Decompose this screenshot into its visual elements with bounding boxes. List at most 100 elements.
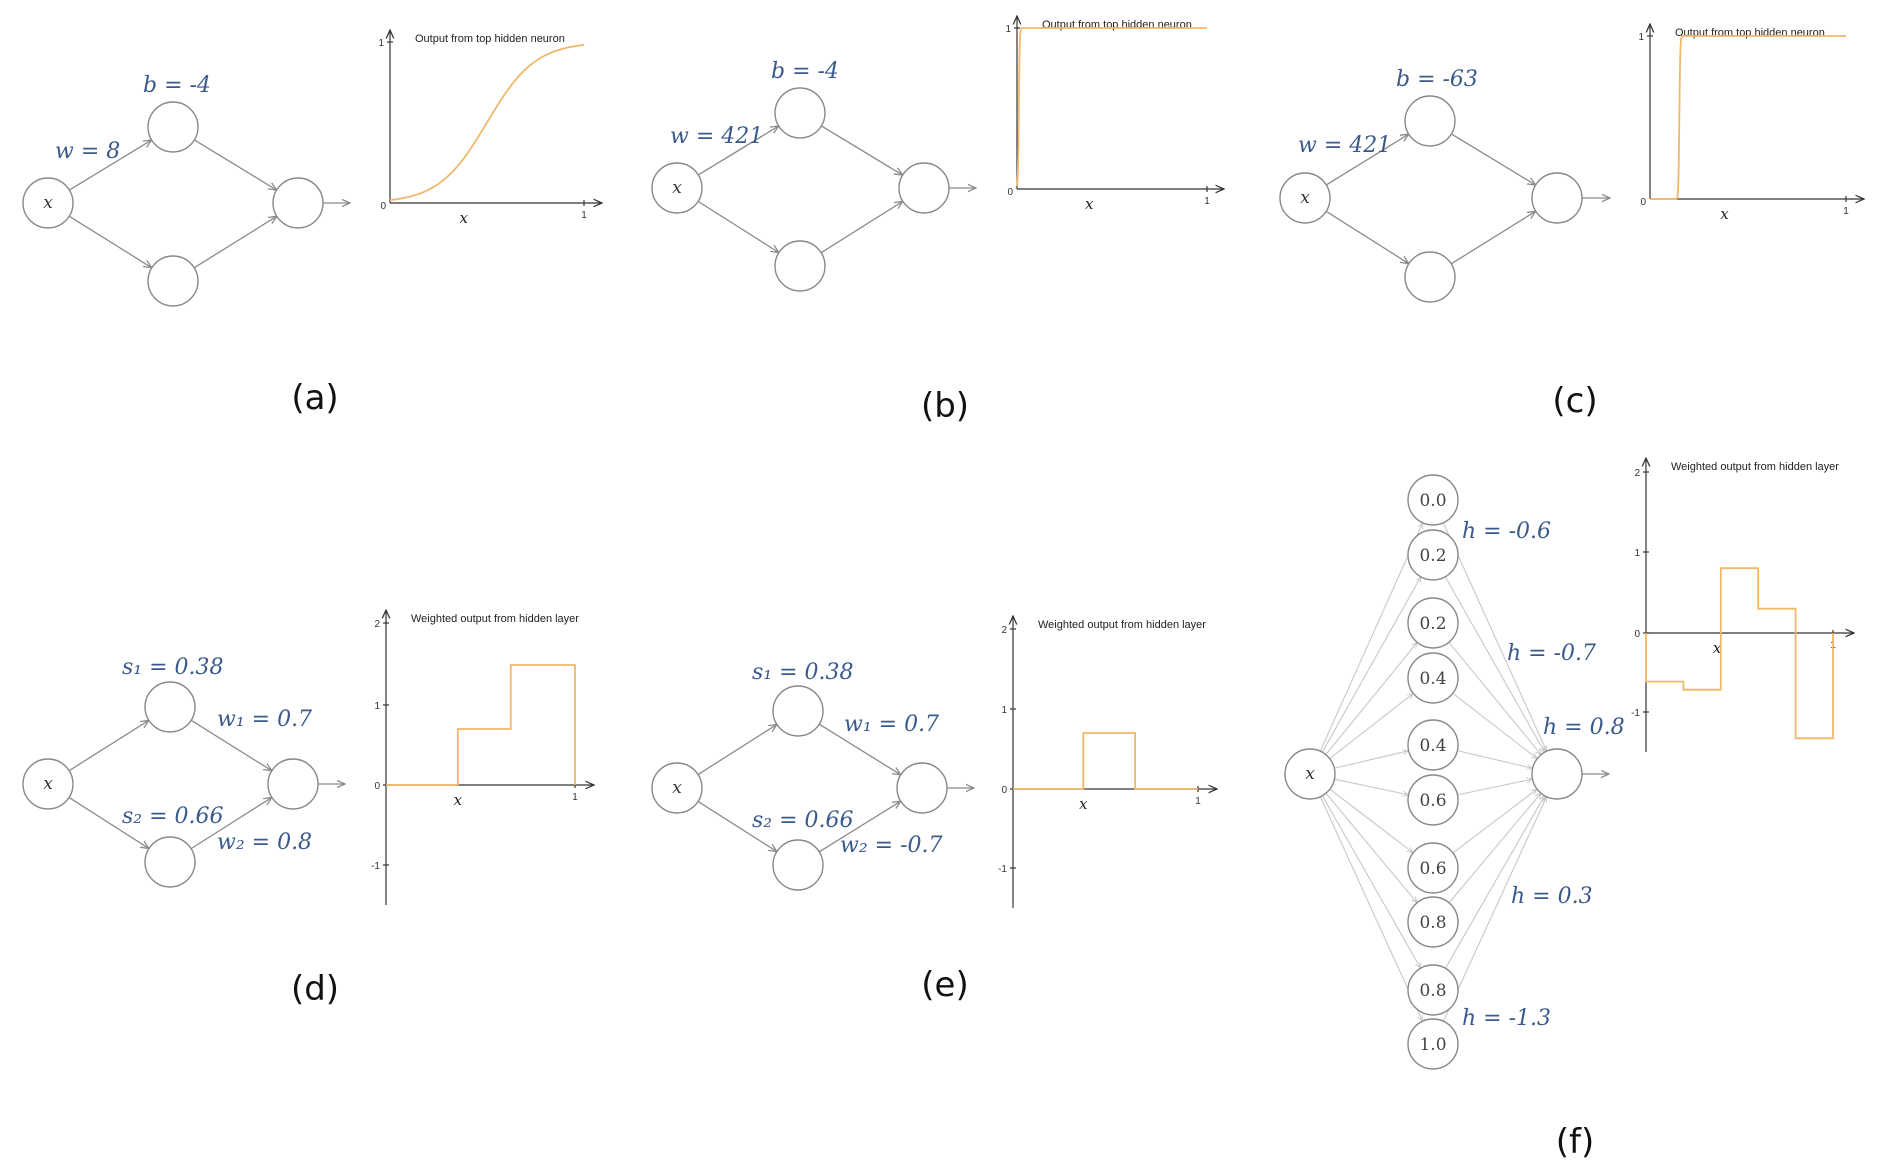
- edge-bottom-output: [1450, 211, 1536, 265]
- series-line: [1013, 732, 1198, 790]
- input-neuron: [22, 177, 74, 229]
- plot-title: Weighted output from hidden layer: [411, 613, 579, 625]
- y-tick-label: 1: [1005, 24, 1011, 35]
- hidden-neuron-top: [1404, 95, 1456, 147]
- y-tick-label: 1: [378, 38, 384, 49]
- input-neuron-label: x: [672, 778, 682, 798]
- input-neuron-label: x: [672, 178, 682, 198]
- input-neuron: [1279, 172, 1331, 224]
- edge-input-bottom: [697, 800, 777, 851]
- h-label-2: h = 0.8: [1543, 715, 1625, 740]
- param-label-w1: w₁ = 0.7: [844, 712, 939, 737]
- network-e: x s₁ = 0.38 s₂ = 0.66 w₁ = 0.7 w₂ = -0.7: [651, 660, 974, 891]
- hidden-neuron-0: [1407, 474, 1459, 526]
- hidden-neuron-value-0: 0.0: [1419, 491, 1446, 511]
- x-tick-label: 1: [581, 210, 587, 221]
- input-neuron-label: x: [43, 774, 53, 794]
- x-tick-label: 0: [380, 201, 386, 212]
- output-neuron: [272, 177, 324, 229]
- edge-hidden-output-6: [1452, 789, 1537, 854]
- x-tick-label: 1: [1843, 206, 1849, 217]
- edge-input-top: [698, 126, 778, 176]
- param-label-b: b = -63: [1396, 67, 1478, 92]
- caption-e: (e): [921, 965, 968, 1005]
- edge-hidden-output-4: [1457, 750, 1532, 769]
- x-axis-label: x: [1720, 205, 1729, 223]
- output-neuron: [1531, 172, 1583, 224]
- caption-a: (a): [291, 378, 338, 418]
- hidden-neuron-value-1: 0.2: [1419, 546, 1446, 566]
- series-line: [389, 44, 585, 201]
- input-neuron: [22, 758, 74, 810]
- network-c: x w = 421 b = -63: [1279, 67, 1610, 303]
- series-line: [1645, 567, 1834, 740]
- y-tick-label: 2: [1634, 468, 1640, 479]
- edge-hidden-output-8: [1444, 796, 1544, 969]
- y-tick-label: 1: [1638, 32, 1644, 43]
- hidden-neuron-bottom: [147, 255, 199, 307]
- edge-input-top: [1325, 134, 1408, 186]
- y-tick-label: 0: [374, 781, 380, 792]
- plot-title: Weighted output from hidden layer: [1671, 461, 1839, 473]
- input-neuron: [651, 762, 703, 814]
- edge-hidden-output-7: [1448, 793, 1541, 904]
- y-tick-label: 1: [374, 701, 380, 712]
- y-tick-label: 1: [1001, 705, 1007, 716]
- edge-input-hidden-0: [1319, 523, 1424, 752]
- plot-title: Output from top hidden neuron: [415, 33, 565, 45]
- output-neuron: [896, 762, 948, 814]
- network-f: x0.00.20.20.40.40.60.60.80.81.0h = -0.6h…: [1284, 474, 1625, 1070]
- edge-bottom-output: [820, 201, 903, 254]
- h-label-3: h = 0.3: [1511, 884, 1593, 909]
- edge-input-hidden-9: [1319, 796, 1424, 1021]
- edge-input-top: [697, 724, 777, 776]
- hidden-neuron-top: [774, 87, 826, 139]
- hidden-neuron-bottom: [772, 839, 824, 891]
- input-neuron-label: x: [43, 193, 53, 213]
- edge-top-output: [1451, 133, 1535, 185]
- hidden-neuron-top: [147, 101, 199, 153]
- param-label-w: w = 8: [55, 139, 120, 164]
- edge-input-hidden-7: [1325, 792, 1417, 903]
- edge-input-hidden-5: [1334, 778, 1408, 795]
- hidden-neuron-bottom: [1404, 251, 1456, 303]
- h-label-0: h = -0.6: [1462, 519, 1551, 544]
- y-tick-label: -1: [371, 861, 380, 872]
- y-tick-label: 2: [374, 619, 380, 630]
- caption-d: (d): [291, 969, 339, 1009]
- caption-c: (c): [1552, 381, 1597, 421]
- hidden-neuron-bottom: [144, 836, 196, 888]
- caption-f: (f): [1556, 1122, 1595, 1162]
- caption-b: (b): [921, 386, 969, 426]
- hidden-neuron-top: [144, 681, 196, 733]
- y-tick-label: 0: [1001, 785, 1007, 796]
- edge-top-output: [190, 719, 272, 770]
- hidden-neuron-bottom: [774, 240, 826, 292]
- captions-layer: (a) (b) (c) (d) (e) (f): [291, 378, 1598, 1162]
- param-label-s2: s₂ = 0.66: [752, 808, 854, 833]
- edge-input-hidden-2: [1325, 642, 1417, 755]
- plot-title: Output from top hidden neuron: [1042, 19, 1192, 31]
- x-tick-label: 1: [572, 792, 578, 803]
- hidden-neuron-top: [772, 685, 824, 737]
- edge-top-output: [821, 125, 902, 175]
- param-label-s1: s₁ = 0.38: [752, 660, 854, 685]
- hidden-neuron-value-7: 0.8: [1419, 913, 1446, 933]
- edge-bottom-output: [818, 801, 901, 853]
- param-label-w2: w₂ = -0.7: [840, 833, 943, 858]
- hidden-neuron-value-5: 0.6: [1419, 791, 1446, 811]
- hidden-neuron-5: [1407, 774, 1459, 826]
- plot-title: Output from top hidden neuron: [1675, 27, 1825, 39]
- param-label-w: w = 421: [1298, 133, 1391, 158]
- edge-hidden-output-1: [1444, 576, 1544, 752]
- param-label-s1: s₁ = 0.38: [122, 655, 224, 680]
- y-tick-label: 2: [1001, 625, 1007, 636]
- input-neuron-label: x: [1300, 188, 1310, 208]
